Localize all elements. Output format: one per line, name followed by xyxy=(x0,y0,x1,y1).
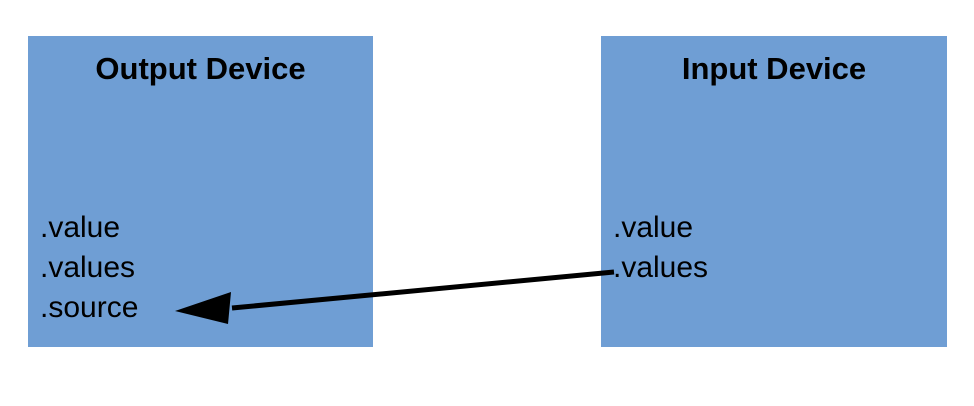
output-device-attribute-list: .value .values .source xyxy=(40,208,138,328)
input-device-box[interactable]: Input Device .value .values xyxy=(601,36,947,347)
output-device-box[interactable]: Output Device .value .values .source xyxy=(28,36,373,347)
input-device-title: Input Device xyxy=(681,51,867,86)
output-device-attribute-source: .source xyxy=(40,291,139,324)
output-device-attribute-value: .value xyxy=(40,211,121,244)
input-device-attribute-list: .value .values xyxy=(613,208,708,288)
input-device-attribute-values: .values xyxy=(613,251,709,284)
input-device-attribute-value: .value xyxy=(613,211,694,244)
output-device-attribute-values: .values xyxy=(40,251,136,284)
output-device-title: Output Device xyxy=(95,51,306,86)
